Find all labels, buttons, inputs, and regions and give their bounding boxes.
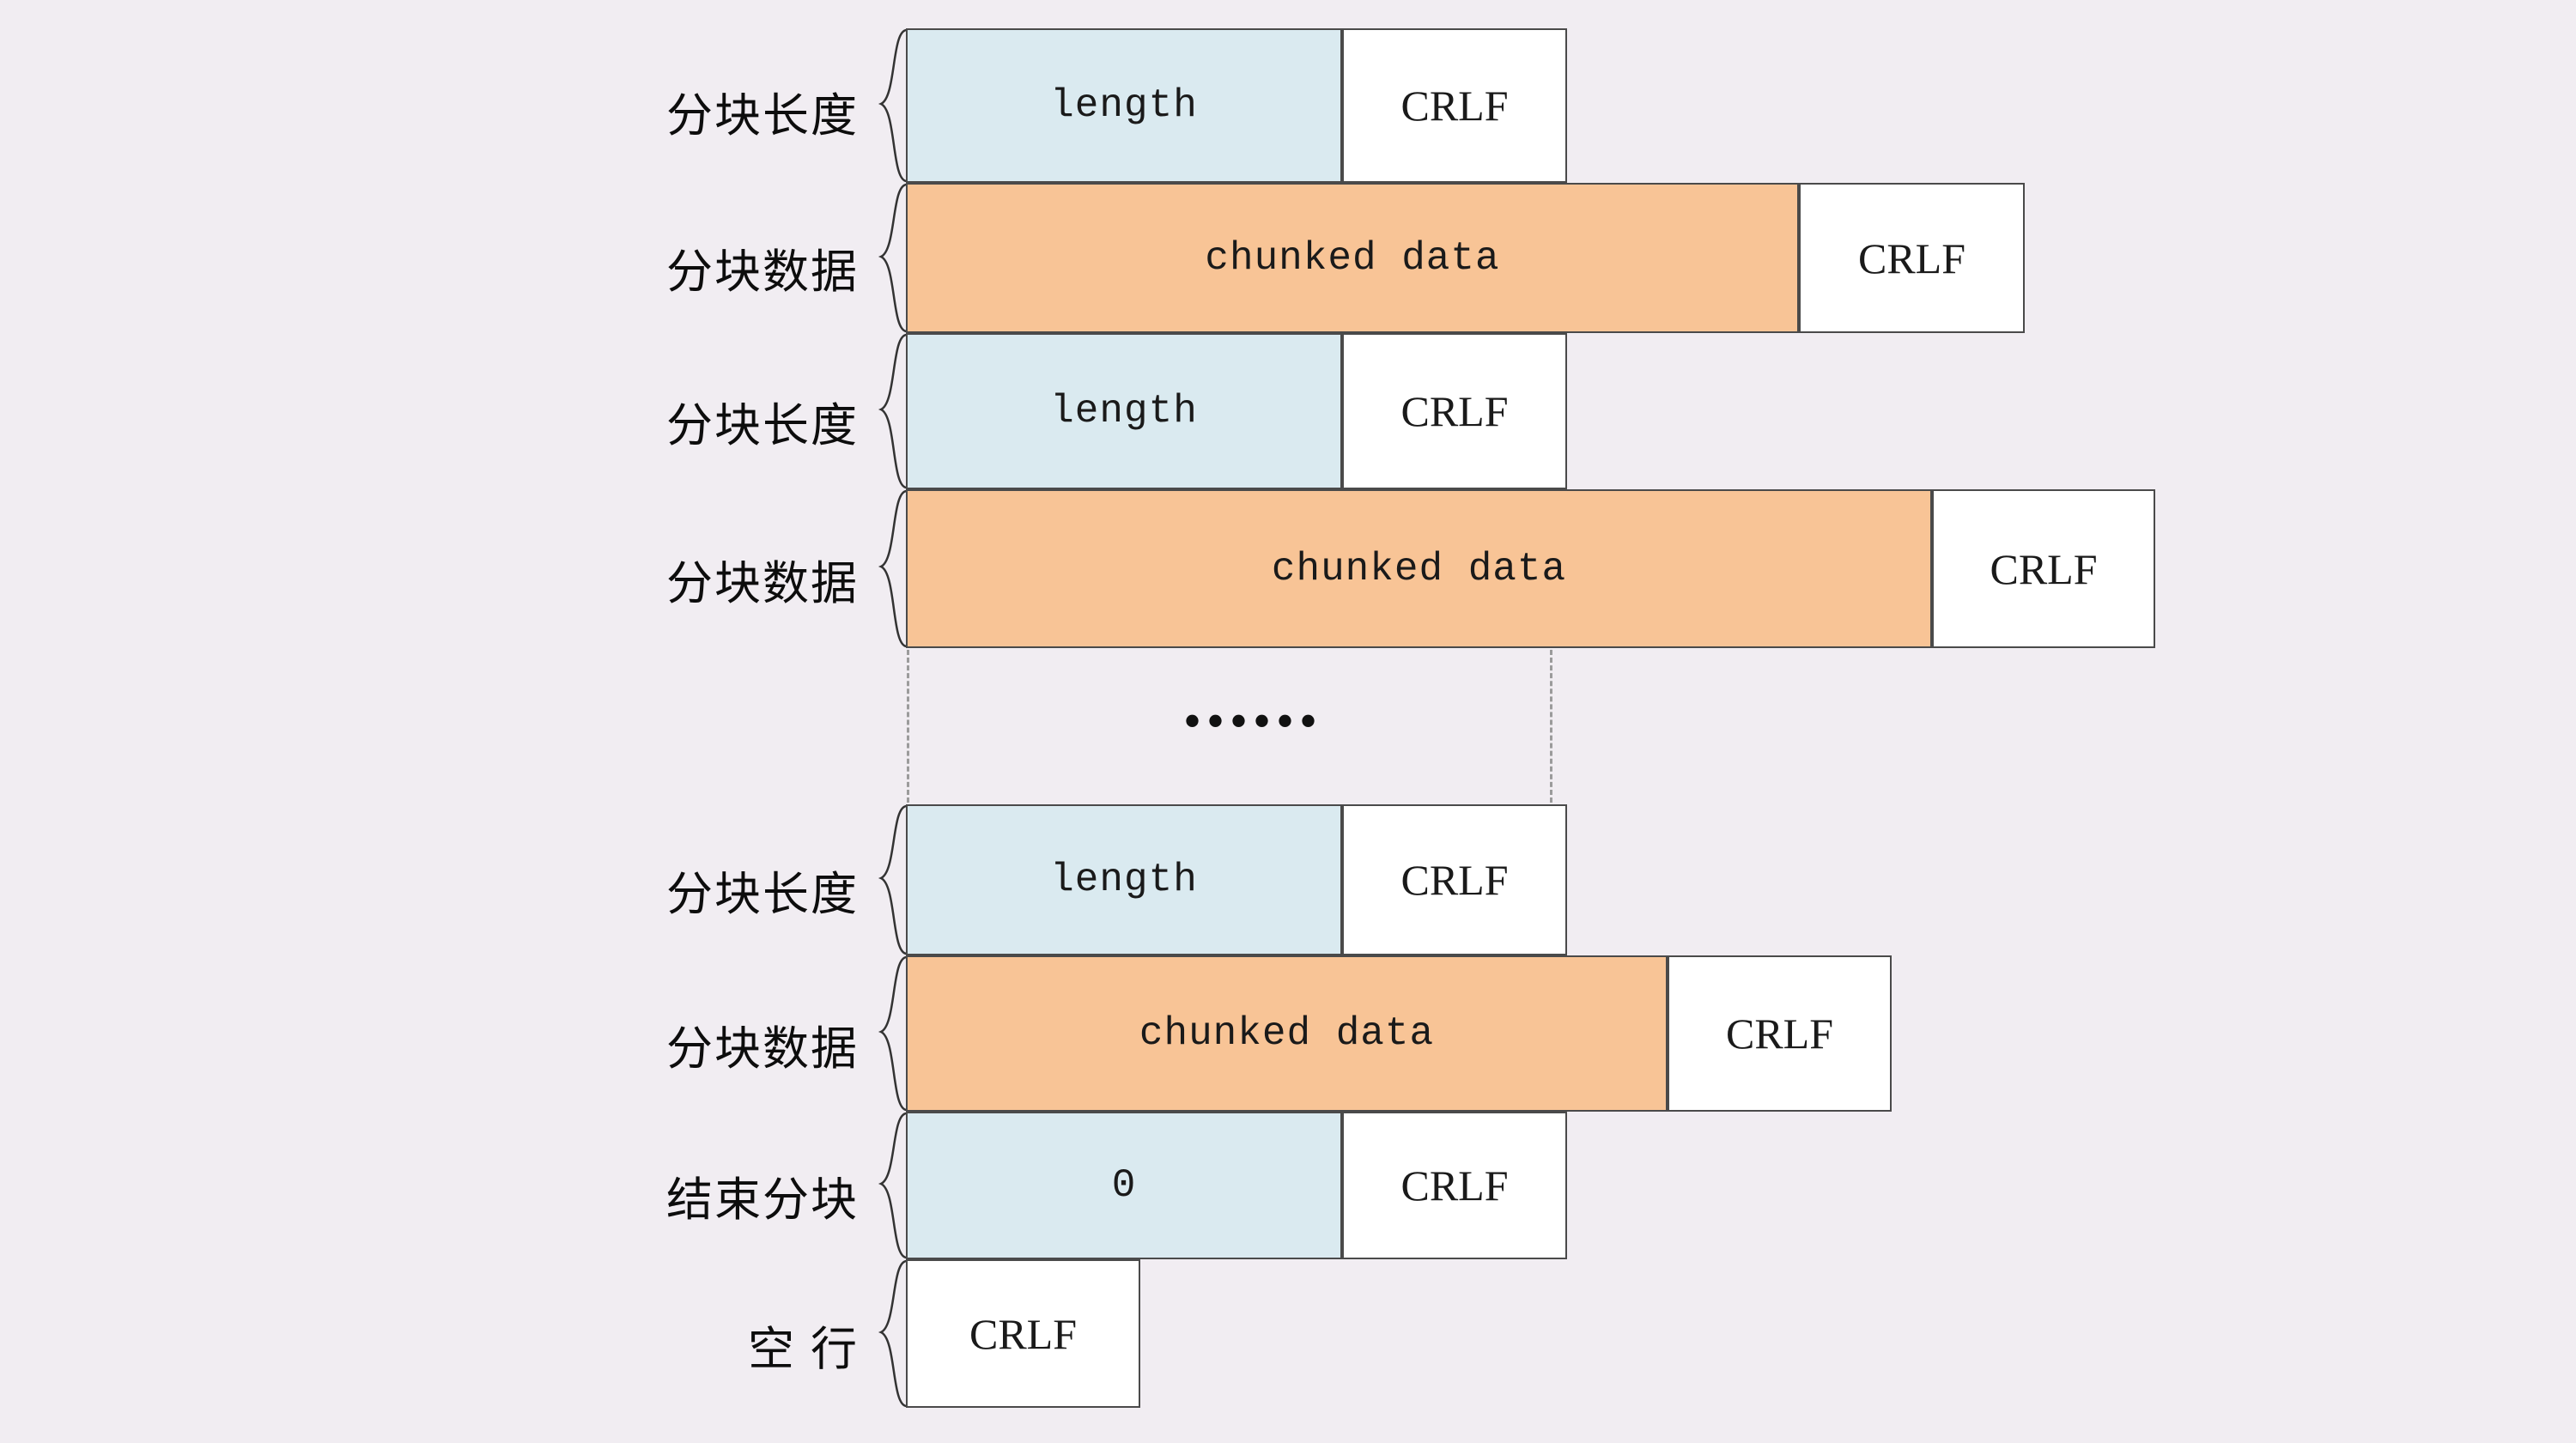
row-label-5: 分块长度 bbox=[666, 869, 859, 920]
crlf-cell-6: CRLF bbox=[1668, 955, 1892, 1112]
table-row-8: CRLF bbox=[906, 1259, 1140, 1408]
row-brace-4 bbox=[878, 489, 908, 648]
crlf-cell-5: CRLF bbox=[1342, 804, 1567, 955]
table-row-1: length CRLF bbox=[906, 28, 1567, 183]
data-cell-4: chunked data bbox=[906, 489, 1932, 648]
end-chunk-cell: 0 bbox=[906, 1112, 1342, 1259]
row-brace-5 bbox=[878, 804, 908, 955]
crlf-cell-8: CRLF bbox=[906, 1259, 1140, 1408]
table-row-5: length CRLF bbox=[906, 804, 1567, 955]
table-row-3: length CRLF bbox=[906, 333, 1567, 489]
table-row-4: chunked data CRLF bbox=[906, 489, 2155, 648]
length-cell-5: length bbox=[906, 804, 1342, 955]
table-row-7: 0 CRLF bbox=[906, 1112, 1567, 1259]
row-brace-1 bbox=[878, 28, 908, 183]
table-row-2: chunked data CRLF bbox=[906, 183, 2025, 333]
data-cell-6: chunked data bbox=[906, 955, 1668, 1112]
row-brace-6 bbox=[878, 955, 908, 1112]
row-brace-8 bbox=[878, 1259, 908, 1408]
continuation-guide-left bbox=[907, 650, 909, 803]
table-row-6: chunked data CRLF bbox=[906, 955, 1892, 1112]
crlf-cell-2: CRLF bbox=[1799, 183, 2025, 333]
row-label-3: 分块长度 bbox=[666, 400, 859, 452]
crlf-cell-4: CRLF bbox=[1932, 489, 2155, 648]
row-brace-3 bbox=[878, 333, 908, 489]
ellipsis: •••••• bbox=[1183, 693, 1323, 749]
crlf-cell-1: CRLF bbox=[1342, 28, 1567, 183]
length-cell-1: length bbox=[906, 28, 1342, 183]
crlf-cell-3: CRLF bbox=[1342, 333, 1567, 489]
row-label-4: 分块数据 bbox=[666, 558, 859, 609]
row-label-7: 结束分块 bbox=[666, 1174, 859, 1226]
data-cell-2: chunked data bbox=[906, 183, 1799, 333]
row-brace-7 bbox=[878, 1112, 908, 1259]
length-cell-3: length bbox=[906, 333, 1342, 489]
row-label-1: 分块长度 bbox=[666, 90, 859, 142]
row-brace-2 bbox=[878, 183, 908, 333]
crlf-cell-7: CRLF bbox=[1342, 1112, 1567, 1259]
row-label-2: 分块数据 bbox=[666, 246, 859, 298]
row-label-6: 分块数据 bbox=[666, 1023, 859, 1075]
row-label-8: 空 行 bbox=[747, 1324, 859, 1375]
continuation-guide-right bbox=[1550, 650, 1552, 803]
